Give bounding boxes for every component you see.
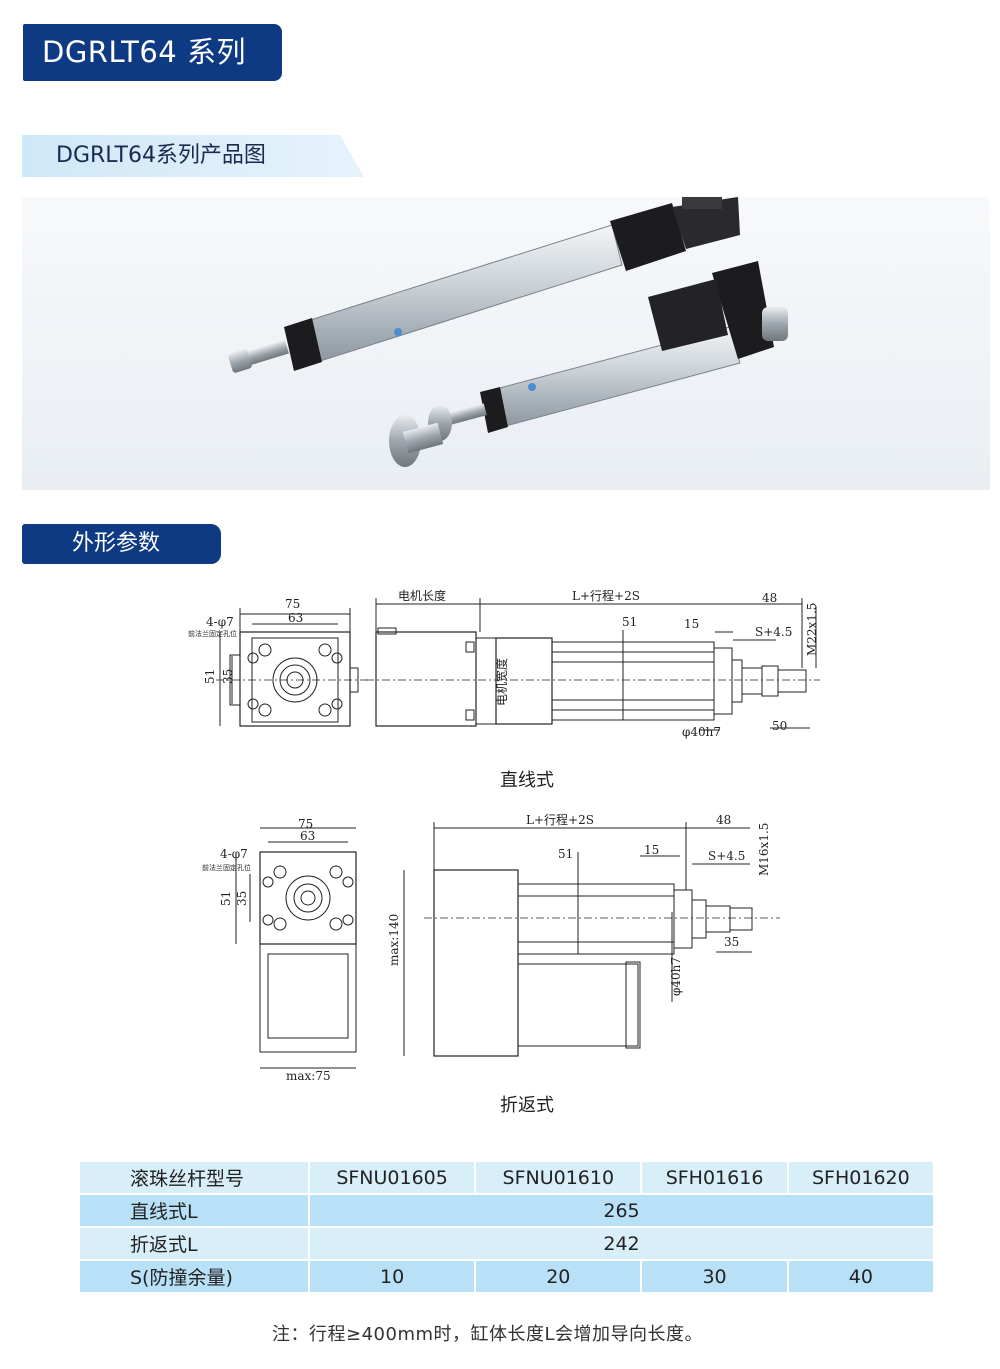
folded-d48: 48 (716, 813, 731, 827)
folded-flange-view (235, 827, 357, 1069)
model-cell: SFNU01605 (308, 1162, 475, 1193)
folded-w63: 63 (300, 829, 315, 843)
table-row-straight-L: 直线式L 265 (80, 1195, 933, 1226)
folded-d51: 51 (558, 847, 573, 861)
lower-actuator (389, 261, 788, 467)
straight-motor-width: 电机宽度 (494, 658, 509, 706)
straight-d48: 48 (762, 591, 777, 605)
straight-motor-len: 电机长度 (398, 588, 446, 603)
folded-thread: M16x1.5 (757, 823, 771, 876)
product-image-banner: DGRLT64系列产品图 (22, 135, 364, 177)
dimension-section-title-text: 外形参数 (72, 531, 161, 556)
product-photo (22, 197, 990, 490)
straight-d15: 15 (684, 617, 699, 631)
row-label-straight: 直线式L (80, 1195, 308, 1226)
folded-L-value: 242 (308, 1228, 933, 1259)
straight-L-value: 265 (308, 1195, 933, 1226)
folded-total: L+行程+2S (526, 812, 594, 827)
folded-holes-note: 前法兰固定孔位 (202, 863, 251, 872)
folded-d15: 15 (644, 843, 659, 857)
product-image-title: DGRLT64系列产品图 (56, 143, 266, 168)
straight-caption: 直线式 (500, 770, 554, 791)
straight-holes: 4-φ7 (206, 615, 234, 629)
straight-w63: 63 (288, 611, 303, 625)
s-value-cell: 20 (474, 1261, 641, 1292)
model-cell: SFNU01610 (474, 1162, 641, 1193)
spec-table: 滚珠丝杆型号 SFNU01605 SFNU01610 SFH01616 SFH0… (80, 1160, 933, 1294)
straight-flange-view (216, 608, 370, 727)
straight-h35: 35 (221, 669, 235, 684)
model-cell: SFH01620 (786, 1162, 933, 1193)
s-value-cell: 10 (308, 1261, 475, 1292)
table-row-folded-L: 折返式L 242 (80, 1228, 933, 1259)
folded-h51: 51 (219, 891, 233, 906)
straight-h51: 51 (203, 669, 217, 684)
row-label-s: S(防撞余量) (80, 1261, 308, 1292)
footnote: 注：行程≥400mm时，缸体长度L会增加导向长度。 (272, 1324, 704, 1345)
row-label-folded: 折返式L (80, 1228, 308, 1259)
s-value-cell: 40 (786, 1261, 933, 1292)
folded-phi: φ40h7 (669, 957, 683, 996)
folded-side-view (403, 822, 780, 1057)
straight-side-view (366, 598, 820, 731)
dimension-drawings: 75 63 4-φ7 前法兰固定孔位 51 35 电机长度 电机宽度 L+行程+… (188, 588, 820, 1083)
folded-d35: 35 (724, 935, 739, 949)
folded-holes: 4-φ7 (220, 847, 248, 861)
straight-total: L+行程+2S (572, 588, 640, 603)
straight-d51: 51 (622, 615, 637, 629)
straight-s45: S+4.5 (755, 625, 792, 639)
series-title-text: DGRLT64 系列 (42, 35, 246, 69)
row-label-ballscrew: 滚珠丝杆型号 (80, 1162, 308, 1193)
straight-thread: M22x1.5 (805, 603, 819, 656)
model-cell: SFH01616 (640, 1162, 787, 1193)
actuator-illustration (228, 197, 788, 467)
dimension-section-title: 外形参数 (22, 524, 221, 564)
folded-h35: 35 (235, 891, 249, 906)
folded-max140: max:140 (387, 914, 401, 966)
banner-background (22, 135, 364, 177)
straight-holes-note: 前法兰固定孔位 (188, 629, 237, 638)
straight-phi: φ40h7 (682, 725, 721, 739)
table-row-models: 滚珠丝杆型号 SFNU01605 SFNU01610 SFH01616 SFH0… (80, 1162, 933, 1193)
s-value-cell: 30 (640, 1261, 787, 1292)
folded-s45: S+4.5 (708, 849, 745, 863)
table-row-s: S(防撞余量) 10 20 30 40 (80, 1261, 933, 1292)
series-title: DGRLT64 系列 (23, 24, 282, 81)
folded-w75: 75 (298, 817, 313, 831)
straight-w75: 75 (285, 597, 300, 611)
straight-d50: 50 (772, 719, 787, 733)
folded-max75: max:75 (286, 1069, 331, 1083)
folded-caption: 折返式 (500, 1095, 554, 1116)
upper-actuator (228, 197, 740, 373)
